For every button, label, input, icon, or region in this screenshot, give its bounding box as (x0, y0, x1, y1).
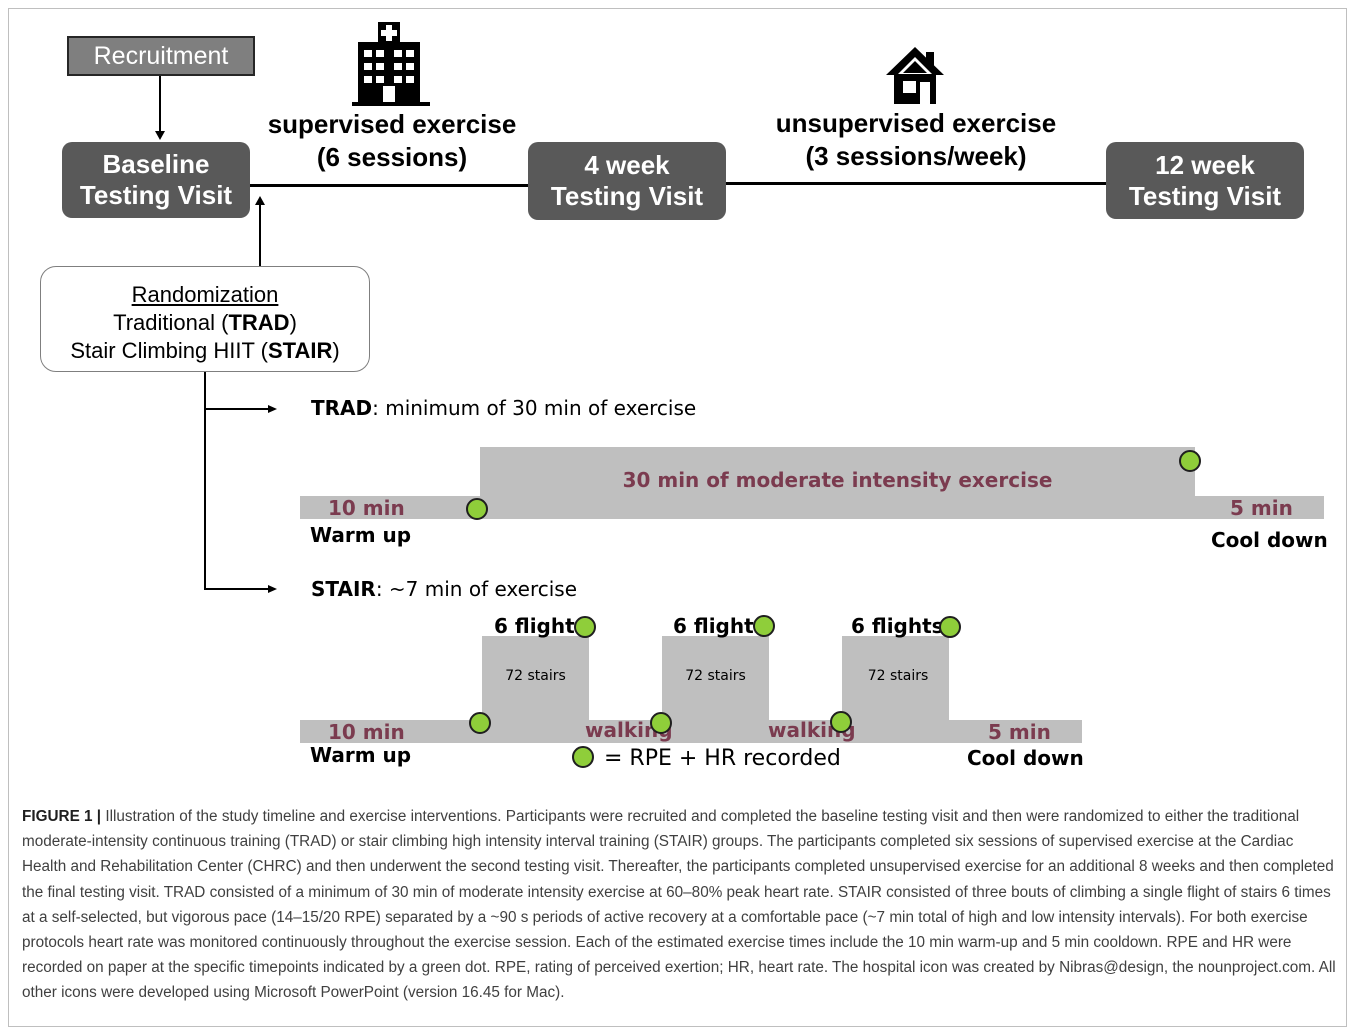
randomization-trad: Traditional (TRAD) (113, 310, 297, 335)
timeline-line-1 (250, 184, 530, 187)
stair-cooldown-label: Cool down (967, 746, 1084, 770)
baseline-line-1: Baseline (102, 149, 210, 179)
week4-line-2: Testing Visit (550, 181, 704, 211)
week12-line-1: 12 week (1155, 149, 1255, 180)
unsupervised-line-2: (3 sessions/week) (805, 141, 1027, 171)
randomization-title: Randomization (131, 282, 279, 307)
trad-cooldown-label: Cool down (1211, 528, 1328, 552)
baseline-line-2: Testing Visit (79, 180, 233, 210)
supervised-line-1: supervised exercise (267, 109, 517, 139)
stair-flights-1: 6 flights (494, 614, 587, 638)
recruitment-arrow-line (159, 76, 161, 132)
trad-rpe-dot-end (1179, 450, 1201, 472)
hospital-icon (352, 22, 430, 106)
week4-visit-box: 4 week Testing Visit (528, 142, 726, 220)
house-icon (886, 47, 944, 104)
stair-rpe-dot-2 (574, 616, 596, 638)
randomization-box: Randomization Traditional (TRAD) Stair C… (40, 266, 370, 372)
trad-branch-arrow (268, 405, 277, 413)
stair-stairs-1: 72 stairs (505, 668, 566, 684)
randomization-arrow-head (255, 196, 265, 205)
stair-stairs-2: 72 stairs (685, 668, 746, 684)
caption-label: FIGURE 1 | (22, 808, 102, 825)
legend-dot (572, 746, 594, 768)
recruitment-arrow-head (155, 131, 165, 140)
stair-bout-3 (842, 636, 949, 743)
caption-text: Illustration of the study timeline and e… (22, 808, 1336, 1002)
stair-rpe-dot-4 (753, 615, 775, 637)
week4-line-1: 4 week (584, 150, 670, 180)
stair-stairs-3: 72 stairs (867, 668, 929, 684)
supervised-line-2: (6 sessions) (316, 142, 468, 172)
trad-rpe-dot-start (466, 498, 488, 520)
branch-vertical-line (204, 372, 206, 590)
week12-line-2: Testing Visit (1128, 180, 1282, 211)
baseline-visit-box: Baseline Testing Visit (62, 142, 250, 218)
stair-rpe-dot-6 (939, 616, 961, 638)
trad-warmup-time: 10 min (328, 496, 405, 520)
trad-heading: TRAD: minimum of 30 min of exercise (311, 396, 697, 420)
trad-warmup-bar (300, 496, 480, 519)
stair-branch-arrow (268, 585, 277, 593)
trad-main-label: 30 min of moderate intensity exercise (622, 468, 1053, 492)
unsupervised-line-1: unsupervised exercise (775, 108, 1057, 138)
stair-bout-1 (482, 636, 589, 743)
week12-visit-box: 12 week Testing Visit (1106, 142, 1304, 219)
supervised-label: supervised exercise (6 sessions) (252, 108, 532, 174)
stair-bout-2 (662, 636, 769, 743)
unsupervised-label: unsupervised exercise (3 sessions/week) (756, 107, 1076, 173)
trad-cooldown-time: 5 min (1230, 496, 1293, 520)
stair-warmup-label: Warm up (310, 743, 412, 767)
trad-warmup-label: Warm up (310, 523, 412, 547)
trad-main-bar (480, 447, 1195, 519)
stair-heading: STAIR: ~7 min of exercise (311, 577, 578, 601)
randomization-stair: Stair Climbing HIIT (STAIR) (70, 338, 340, 363)
stair-flights-2: 6 flights (673, 614, 766, 638)
stair-warmup-time: 10 min (328, 720, 405, 744)
trad-branch-line (204, 408, 270, 410)
recruitment-box: Recruitment (67, 36, 255, 76)
stair-cooldown-time: 5 min (988, 720, 1051, 744)
trad-cooldown-bar (1195, 496, 1324, 519)
legend-text: = RPE + HR recorded (604, 746, 841, 771)
figure-caption: FIGURE 1 | Illustration of the study tim… (22, 804, 1337, 1006)
stair-branch-line (204, 588, 270, 590)
timeline-line-2 (724, 182, 1108, 185)
stair-rpe-dot-1 (469, 712, 491, 734)
stair-rpe-dot-3 (650, 712, 672, 734)
stair-rpe-dot-5 (830, 711, 852, 733)
randomization-arrow-line (259, 204, 261, 266)
figure-frame (8, 8, 1347, 1027)
stair-flights-3: 6 flights (851, 614, 944, 638)
